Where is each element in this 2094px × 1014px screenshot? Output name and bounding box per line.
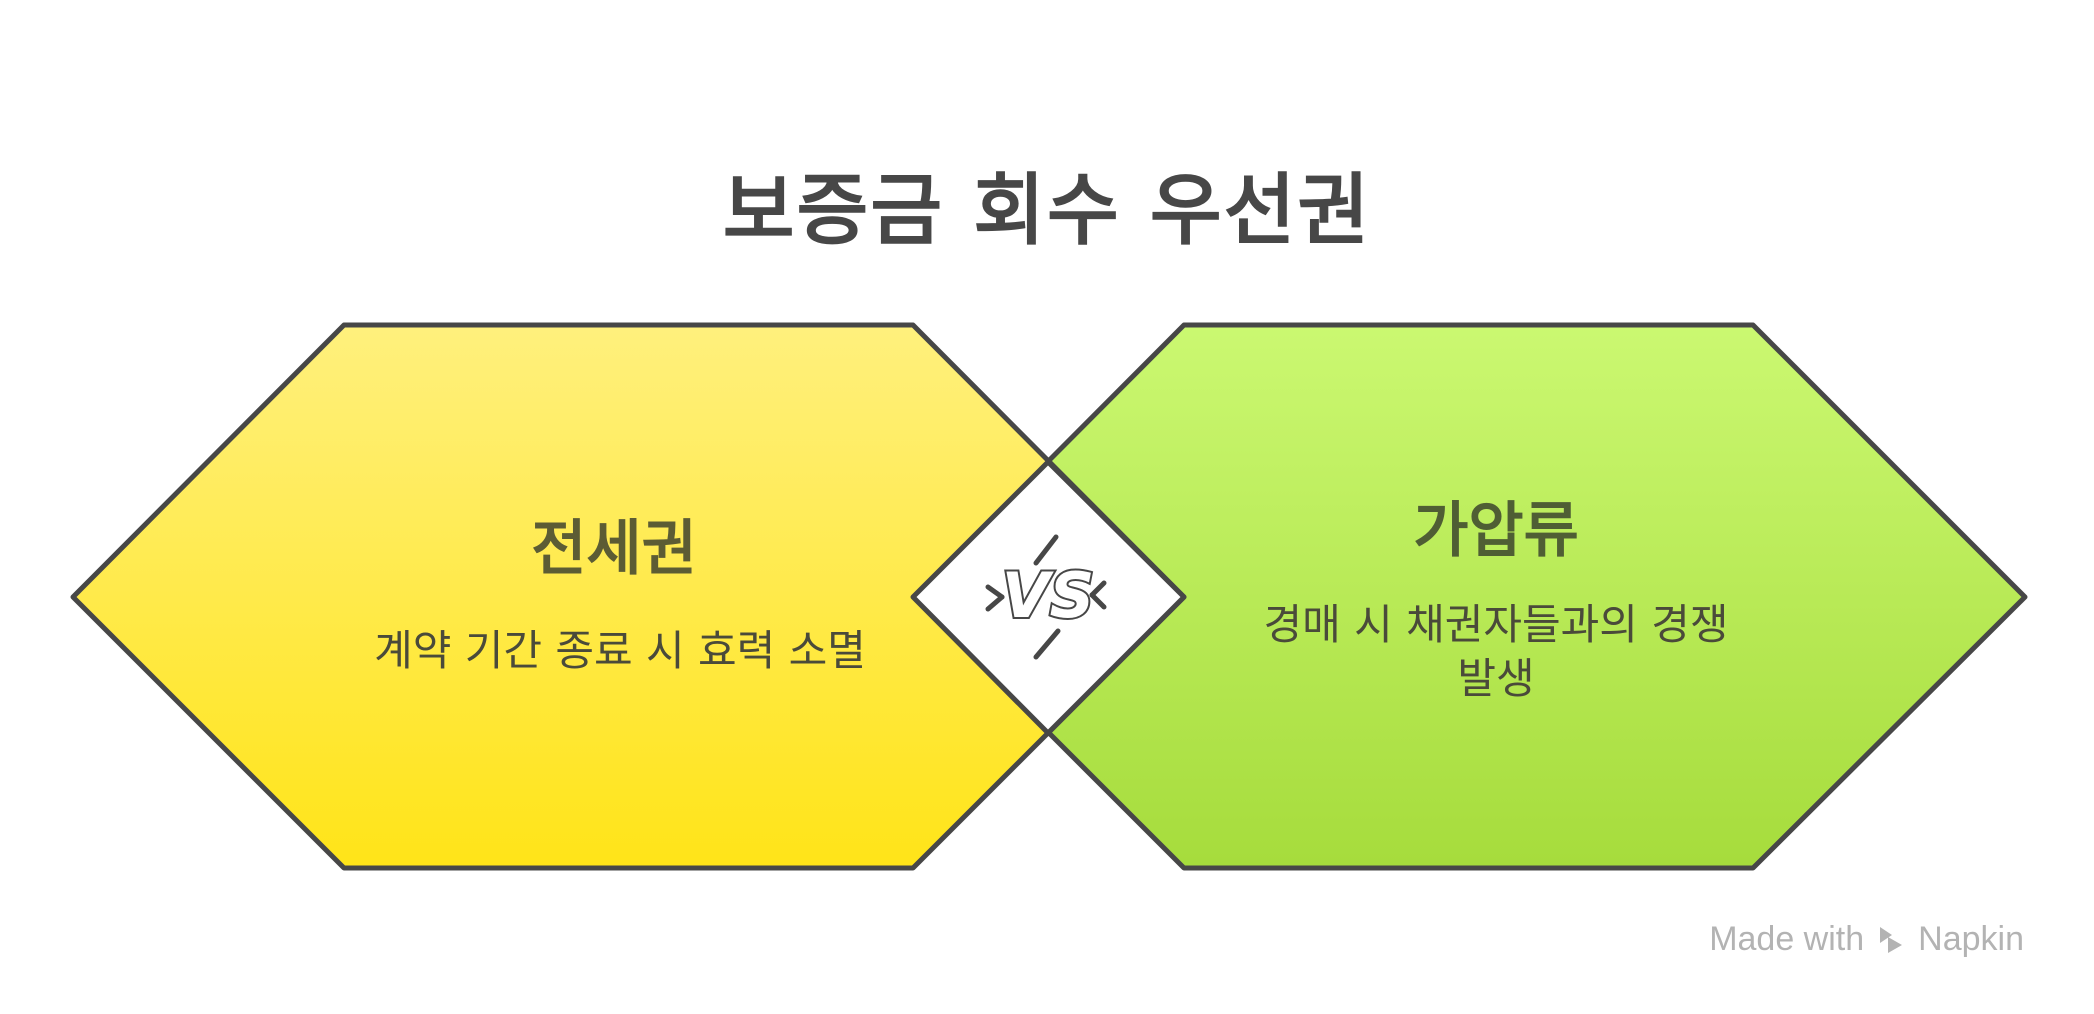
versus-icon: VS (985, 534, 1107, 660)
right-heading: 가압류 (1413, 496, 1579, 566)
left-heading: 전세권 (531, 514, 697, 584)
napkin-logo-icon (1880, 926, 1903, 953)
left-hexagon (70, 322, 1187, 871)
overlap-diamond (910, 459, 1187, 736)
right-description-line1: 경매 시 채권자들과의 경쟁 (1263, 600, 1729, 649)
left-description: 계약 기간 종료 시 효력 소멸 (374, 626, 866, 675)
watermark-brand: Napkin (1918, 920, 2024, 958)
versus-label: VS (1002, 559, 1095, 632)
right-description: 경매 시 채권자들과의 경쟁 발생 (1186, 598, 1806, 706)
right-description-line2: 발생 (1457, 654, 1535, 703)
napkin-watermark: Made with Napkin (1709, 920, 2024, 959)
diagram-title: 보증금 회수 우선권 (722, 166, 1372, 256)
watermark-made-with: Made with (1709, 920, 1865, 958)
